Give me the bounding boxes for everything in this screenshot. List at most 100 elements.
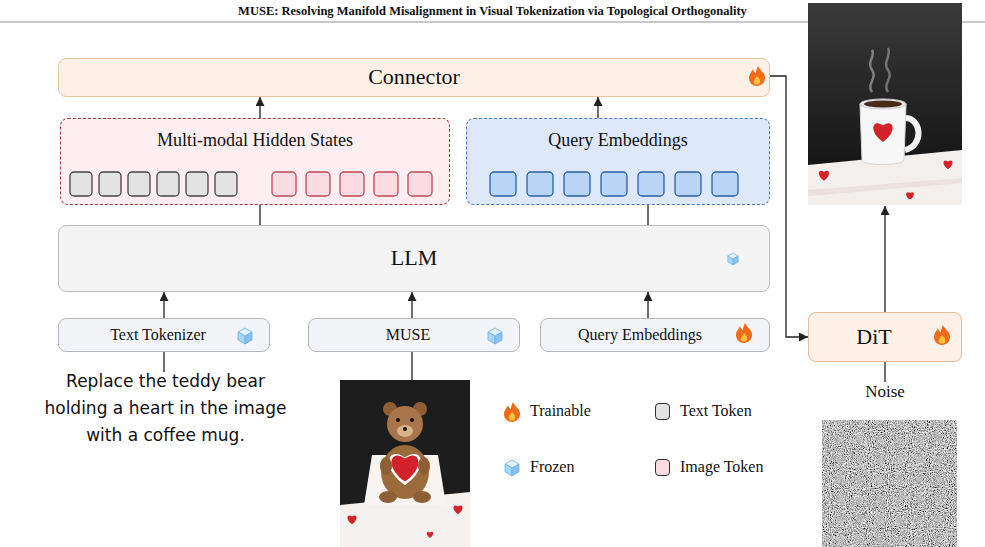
node-label: LLM bbox=[391, 246, 437, 270]
arrow-connector bbox=[411, 292, 412, 318]
text-token-squares bbox=[215, 172, 237, 196]
node-label: Query Embeddings bbox=[578, 326, 702, 344]
input-image bbox=[418, 457, 430, 475]
image-token-squares bbox=[306, 172, 330, 196]
legend-item: Text Token bbox=[655, 402, 752, 420]
leader-lines bbox=[411, 352, 412, 380]
tokenizer-box: Text Tokenizer bbox=[58, 318, 270, 352]
image-token-squares bbox=[340, 172, 364, 196]
hidden-states-group: Multi-modal Hidden States bbox=[60, 118, 450, 205]
arrow-connector bbox=[259, 97, 260, 118]
arrow-connector bbox=[770, 76, 808, 337]
leader-lines bbox=[164, 206, 885, 382]
frozen-icons bbox=[238, 328, 252, 344]
trainable-icons bbox=[749, 66, 765, 86]
legend-label: Image Token bbox=[680, 458, 763, 476]
leader-lines bbox=[884, 206, 885, 312]
noise-image bbox=[822, 420, 957, 547]
input-image bbox=[397, 425, 413, 437]
input-image bbox=[403, 427, 407, 431]
legend-item: Frozen bbox=[530, 458, 574, 476]
node-label: Multi-modal Hidden States bbox=[157, 131, 353, 151]
query-token-squares bbox=[675, 172, 701, 196]
output-image bbox=[808, 3, 962, 205]
llm-box: LLM bbox=[58, 225, 770, 292]
frozen-icons bbox=[505, 460, 519, 476]
query-token-squares bbox=[601, 172, 627, 196]
input-image bbox=[410, 418, 414, 422]
legend-item: Trainable bbox=[530, 402, 591, 420]
output-image bbox=[906, 192, 914, 199]
node-label: Connector bbox=[368, 65, 460, 89]
input-image bbox=[396, 418, 400, 422]
trainable-icons bbox=[504, 66, 950, 422]
text-token-squares bbox=[70, 172, 237, 196]
text-token-squares bbox=[70, 172, 92, 196]
node-label: Query Embeddings bbox=[548, 131, 687, 151]
node-label: MUSE bbox=[386, 326, 430, 344]
trainable-icons bbox=[504, 402, 520, 422]
output-image bbox=[886, 48, 890, 92]
output-image bbox=[808, 3, 962, 205]
output-image bbox=[873, 123, 892, 142]
input-image bbox=[427, 532, 433, 538]
query-token-squares bbox=[490, 172, 516, 196]
image-token-squares bbox=[374, 172, 398, 196]
encoder-box: MUSE bbox=[308, 318, 520, 352]
input-image bbox=[413, 402, 427, 416]
frozen-icons bbox=[728, 253, 739, 265]
arrow-connector bbox=[647, 292, 648, 318]
arrow-connector bbox=[647, 205, 648, 225]
arrow-connector bbox=[163, 292, 164, 318]
query-token-squares bbox=[638, 172, 664, 196]
image-token-squares bbox=[272, 172, 432, 196]
input-image bbox=[340, 380, 470, 547]
trainable-icons bbox=[934, 325, 950, 345]
query-input-box: Query Embeddings bbox=[540, 318, 770, 352]
output-image bbox=[819, 171, 829, 181]
frozen-icons bbox=[488, 328, 502, 344]
text-token-squares bbox=[157, 172, 179, 196]
output-image bbox=[944, 160, 953, 169]
legend-label: Text Token bbox=[680, 402, 752, 420]
connector-box: Connector bbox=[58, 58, 770, 97]
arrow-connector bbox=[259, 205, 260, 225]
input-image bbox=[340, 380, 470, 547]
image-token-squares bbox=[408, 172, 432, 196]
query-embeddings-group: Query Embeddings bbox=[466, 118, 770, 205]
frozen-icons bbox=[238, 253, 738, 476]
legend-label: Trainable bbox=[530, 402, 591, 420]
text-token-squares bbox=[99, 172, 121, 196]
text-token-squares bbox=[128, 172, 150, 196]
legend-label: Frozen bbox=[530, 458, 574, 476]
output-image bbox=[808, 178, 962, 196]
input-image bbox=[387, 406, 423, 442]
output-image bbox=[808, 150, 962, 205]
query-token-squares bbox=[712, 172, 738, 196]
input-image bbox=[379, 491, 397, 503]
input-image bbox=[364, 455, 446, 505]
output-image bbox=[905, 118, 919, 150]
image-token-squares bbox=[272, 172, 296, 196]
input-image bbox=[340, 492, 470, 547]
input-image bbox=[380, 457, 392, 475]
legend-item: Image Token bbox=[655, 458, 763, 476]
legend-swatch bbox=[655, 459, 670, 476]
output-image bbox=[870, 50, 874, 92]
output-image bbox=[860, 104, 906, 165]
node-label: DiT bbox=[856, 325, 891, 349]
trainable-icons bbox=[736, 323, 752, 343]
arrow-connector bbox=[597, 97, 598, 118]
text-token-squares bbox=[186, 172, 208, 196]
input-image bbox=[383, 402, 397, 416]
query-token-squares bbox=[490, 172, 738, 196]
input-image bbox=[454, 505, 463, 514]
query-token-squares bbox=[527, 172, 553, 196]
figure-title: MUSE: Resolving Manifold Misalignment in… bbox=[0, 4, 985, 19]
instruction-text: Replace the teddy bear holding a heart i… bbox=[38, 368, 293, 449]
input-image bbox=[381, 445, 429, 499]
